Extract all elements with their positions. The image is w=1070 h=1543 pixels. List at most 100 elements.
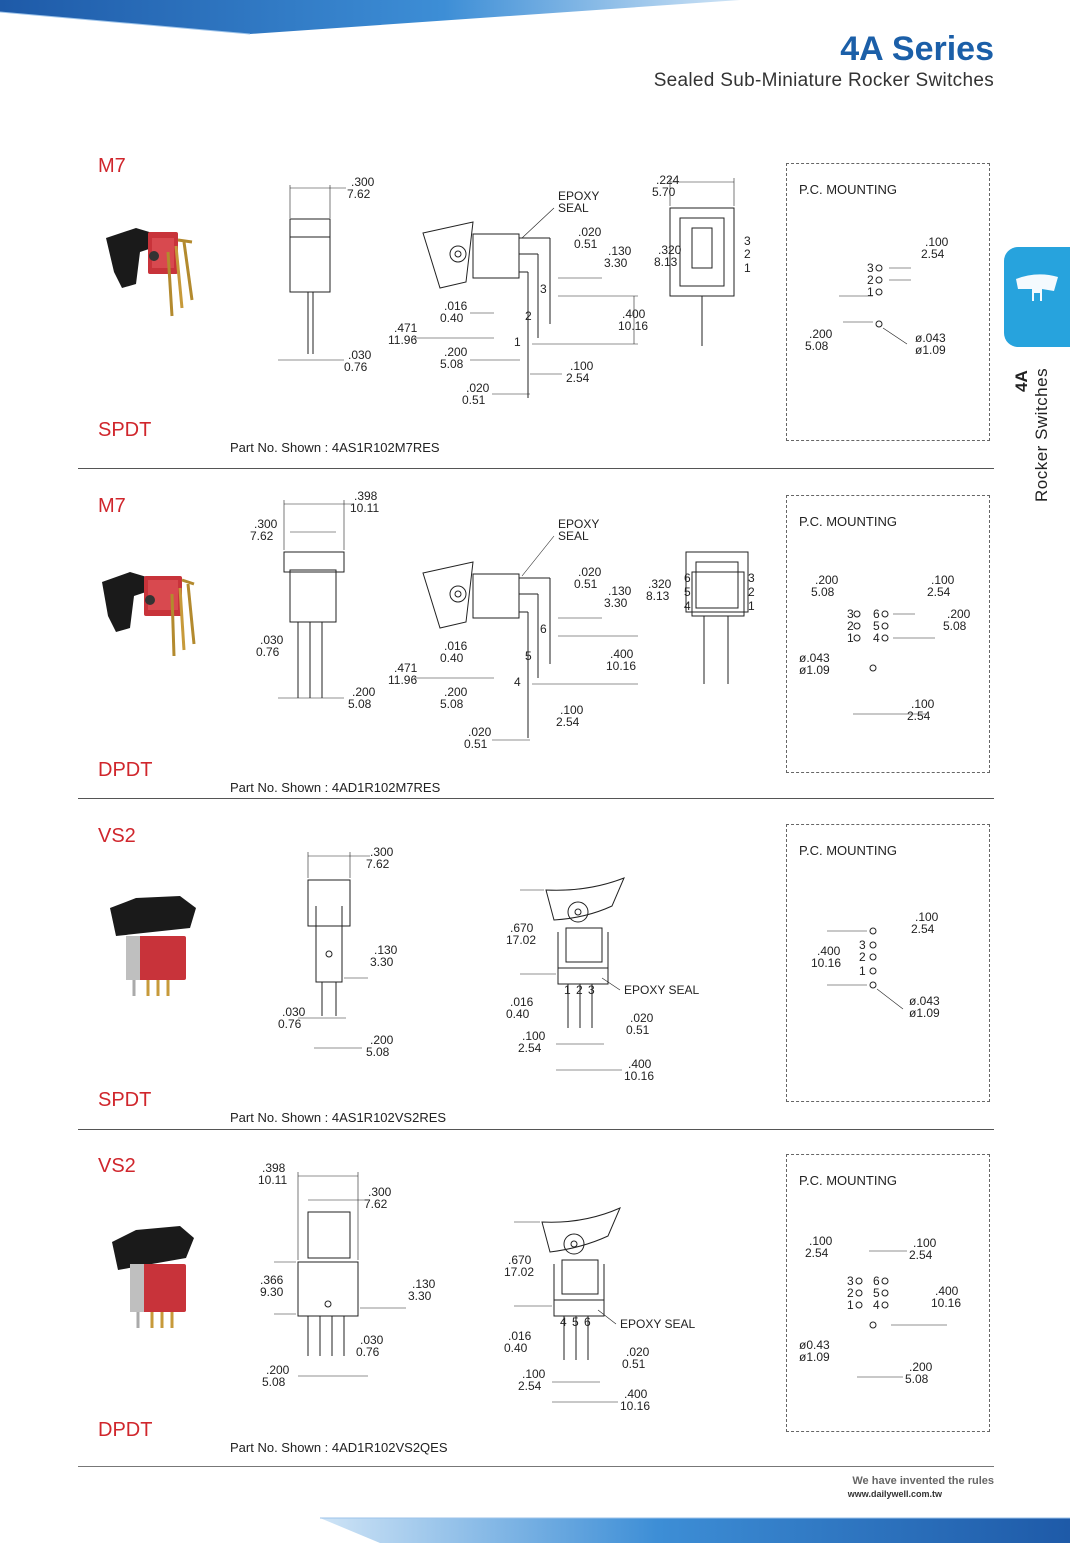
side-tab [1004, 247, 1070, 347]
dimension-label: EPOXY [558, 517, 599, 531]
dimension-label: .100 [522, 1367, 546, 1381]
dimension-label: 5 [873, 619, 880, 633]
dimension-label: 2 [525, 309, 532, 323]
section-m7-spdt: M7 SPDT Part No. Shown : 4AS1R102M7RES .… [78, 138, 994, 468]
dimension-label: 10.16 [620, 1399, 650, 1413]
dimension-label: .398 [354, 489, 378, 503]
dimension-label: ø1.09 [915, 343, 946, 357]
footer-divider [78, 1466, 994, 1467]
dimension-label: EPOXY SEAL [624, 983, 699, 997]
dimension-label: 3 [748, 571, 755, 585]
dimension-label: 10.11 [350, 501, 379, 515]
dimension-label: .100 [911, 697, 935, 711]
dimension-label: 2 [576, 983, 583, 997]
dimension-label: 4 [560, 1315, 567, 1329]
dimension-label: 3 [588, 983, 595, 997]
dimension-label: 8.13 [646, 589, 670, 603]
dimension-label: 3 [859, 938, 866, 952]
section-divider [78, 798, 994, 799]
dimension-label: 2.54 [909, 1248, 933, 1262]
dimension-label: .400 [628, 1057, 652, 1071]
dimension-label: 4 [514, 675, 521, 689]
section-pole: DPDT [98, 1419, 153, 1441]
dimension-label: .200 [809, 327, 833, 341]
pc-mounting-diagram: 3 2 1 6 5 4 .100 2.54 .100 2.54 .400 10.… [799, 1234, 961, 1386]
dimension-label: .200 [352, 685, 376, 699]
dimension-label: .100 [560, 703, 584, 717]
dimension-label: .400 [622, 307, 646, 321]
dimension-label: 2.54 [921, 247, 945, 261]
dimension-label: 1 [744, 261, 751, 275]
dimension-label: 0.76 [256, 645, 280, 659]
dimension-label: ø0.43 [799, 1338, 830, 1352]
dimension-label: .200 [444, 685, 468, 699]
dimension-label: 0.51 [462, 393, 486, 407]
dimension-label: EPOXY SEAL [620, 1317, 695, 1331]
dimension-label: 10.16 [624, 1069, 654, 1083]
dimension-label: .100 [915, 910, 939, 924]
dimension-label: .200 [444, 345, 468, 359]
section-code: M7 [98, 495, 126, 517]
dimension-label: 0.51 [464, 737, 488, 751]
pc-mounting-title: P.C. MOUNTING [799, 514, 897, 529]
dimension-label: 2 [748, 585, 755, 599]
dimension-label: 5 [873, 1286, 880, 1300]
dimension-drawing: .300 7.62 .030 0.76 3 2 1 EPOXY SEAL .02… [278, 173, 751, 407]
dimension-label: 5.08 [811, 585, 835, 599]
dimension-label: 1 [847, 1298, 854, 1312]
dimension-label: 2.54 [566, 371, 590, 385]
dimension-label: .020 [466, 381, 490, 395]
dimension-label: .016 [508, 1329, 532, 1343]
dimension-label: 0.40 [440, 651, 464, 665]
series-subtitle: Sealed Sub-Miniature Rocker Switches [653, 70, 994, 91]
dimension-label: 3 [744, 234, 751, 248]
dimension-label: .320 [648, 577, 672, 591]
dimension-label: .020 [468, 725, 492, 739]
dimension-label: 2.54 [805, 1246, 829, 1260]
dimension-label: 11.96 [388, 673, 417, 687]
dimension-label: 0.40 [504, 1341, 528, 1355]
dimension-label: 10.11 [258, 1173, 287, 1187]
dimension-label: 5.70 [652, 185, 676, 199]
section-divider [78, 1129, 994, 1130]
dimension-label: .130 [608, 244, 632, 258]
rocker-switch-icon [1016, 274, 1058, 303]
dimension-label: .366 [260, 1273, 284, 1287]
dimension-label: 3.30 [604, 256, 628, 270]
dimension-label: .224 [656, 173, 680, 187]
section-vs2-dpdt: VS2 DPDT Part No. Shown : 4AD1R102VS2QES… [78, 1138, 994, 1468]
dimension-label: 5.08 [805, 339, 829, 353]
dimension-label: .200 [909, 1360, 933, 1374]
dimension-label: 17.02 [504, 1265, 534, 1279]
pc-mounting-title: P.C. MOUNTING [799, 182, 897, 197]
pc-mounting-box: P.C. MOUNTING 3 2 1 6 5 4 .100 2.54 .100… [786, 1154, 990, 1432]
dimension-label: 0.51 [622, 1357, 646, 1371]
dimension-label: 2.54 [907, 709, 931, 723]
side-code: 4A [1012, 370, 1031, 392]
dimension-label: EPOXY [558, 189, 599, 203]
dimension-label: 2.54 [911, 922, 935, 936]
dimension-label: 7.62 [366, 857, 390, 871]
dimension-label: 2.54 [518, 1041, 542, 1055]
dimension-label: 2.54 [556, 715, 580, 729]
pc-mounting-title: P.C. MOUNTING [799, 1173, 897, 1188]
dimension-label: 3 [867, 261, 874, 275]
dimension-label: 17.02 [506, 933, 536, 947]
dimension-label: 1 [847, 631, 854, 645]
section-code: M7 [98, 155, 126, 177]
dimension-label: .398 [262, 1161, 286, 1175]
dimension-label: 1 [564, 983, 571, 997]
dimension-label: .300 [351, 175, 375, 189]
dimension-label: 5 [525, 649, 532, 663]
section-code: VS2 [98, 825, 136, 847]
dimension-label: .016 [510, 995, 534, 1009]
dimension-label: 10.16 [618, 319, 648, 333]
dimension-label: ø.043 [799, 651, 830, 665]
section-pole: SPDT [98, 419, 152, 441]
dimension-label: SEAL [558, 529, 589, 543]
section-vs2-spdt: VS2 SPDT Part No. Shown : 4AS1R102VS2RES… [78, 808, 994, 1138]
part-number: Part No. Shown : 4AS1R102M7RES [230, 440, 440, 455]
dimension-label: 10.16 [606, 659, 636, 673]
dimension-label: .016 [444, 639, 468, 653]
dimension-label: 0.51 [574, 237, 598, 251]
